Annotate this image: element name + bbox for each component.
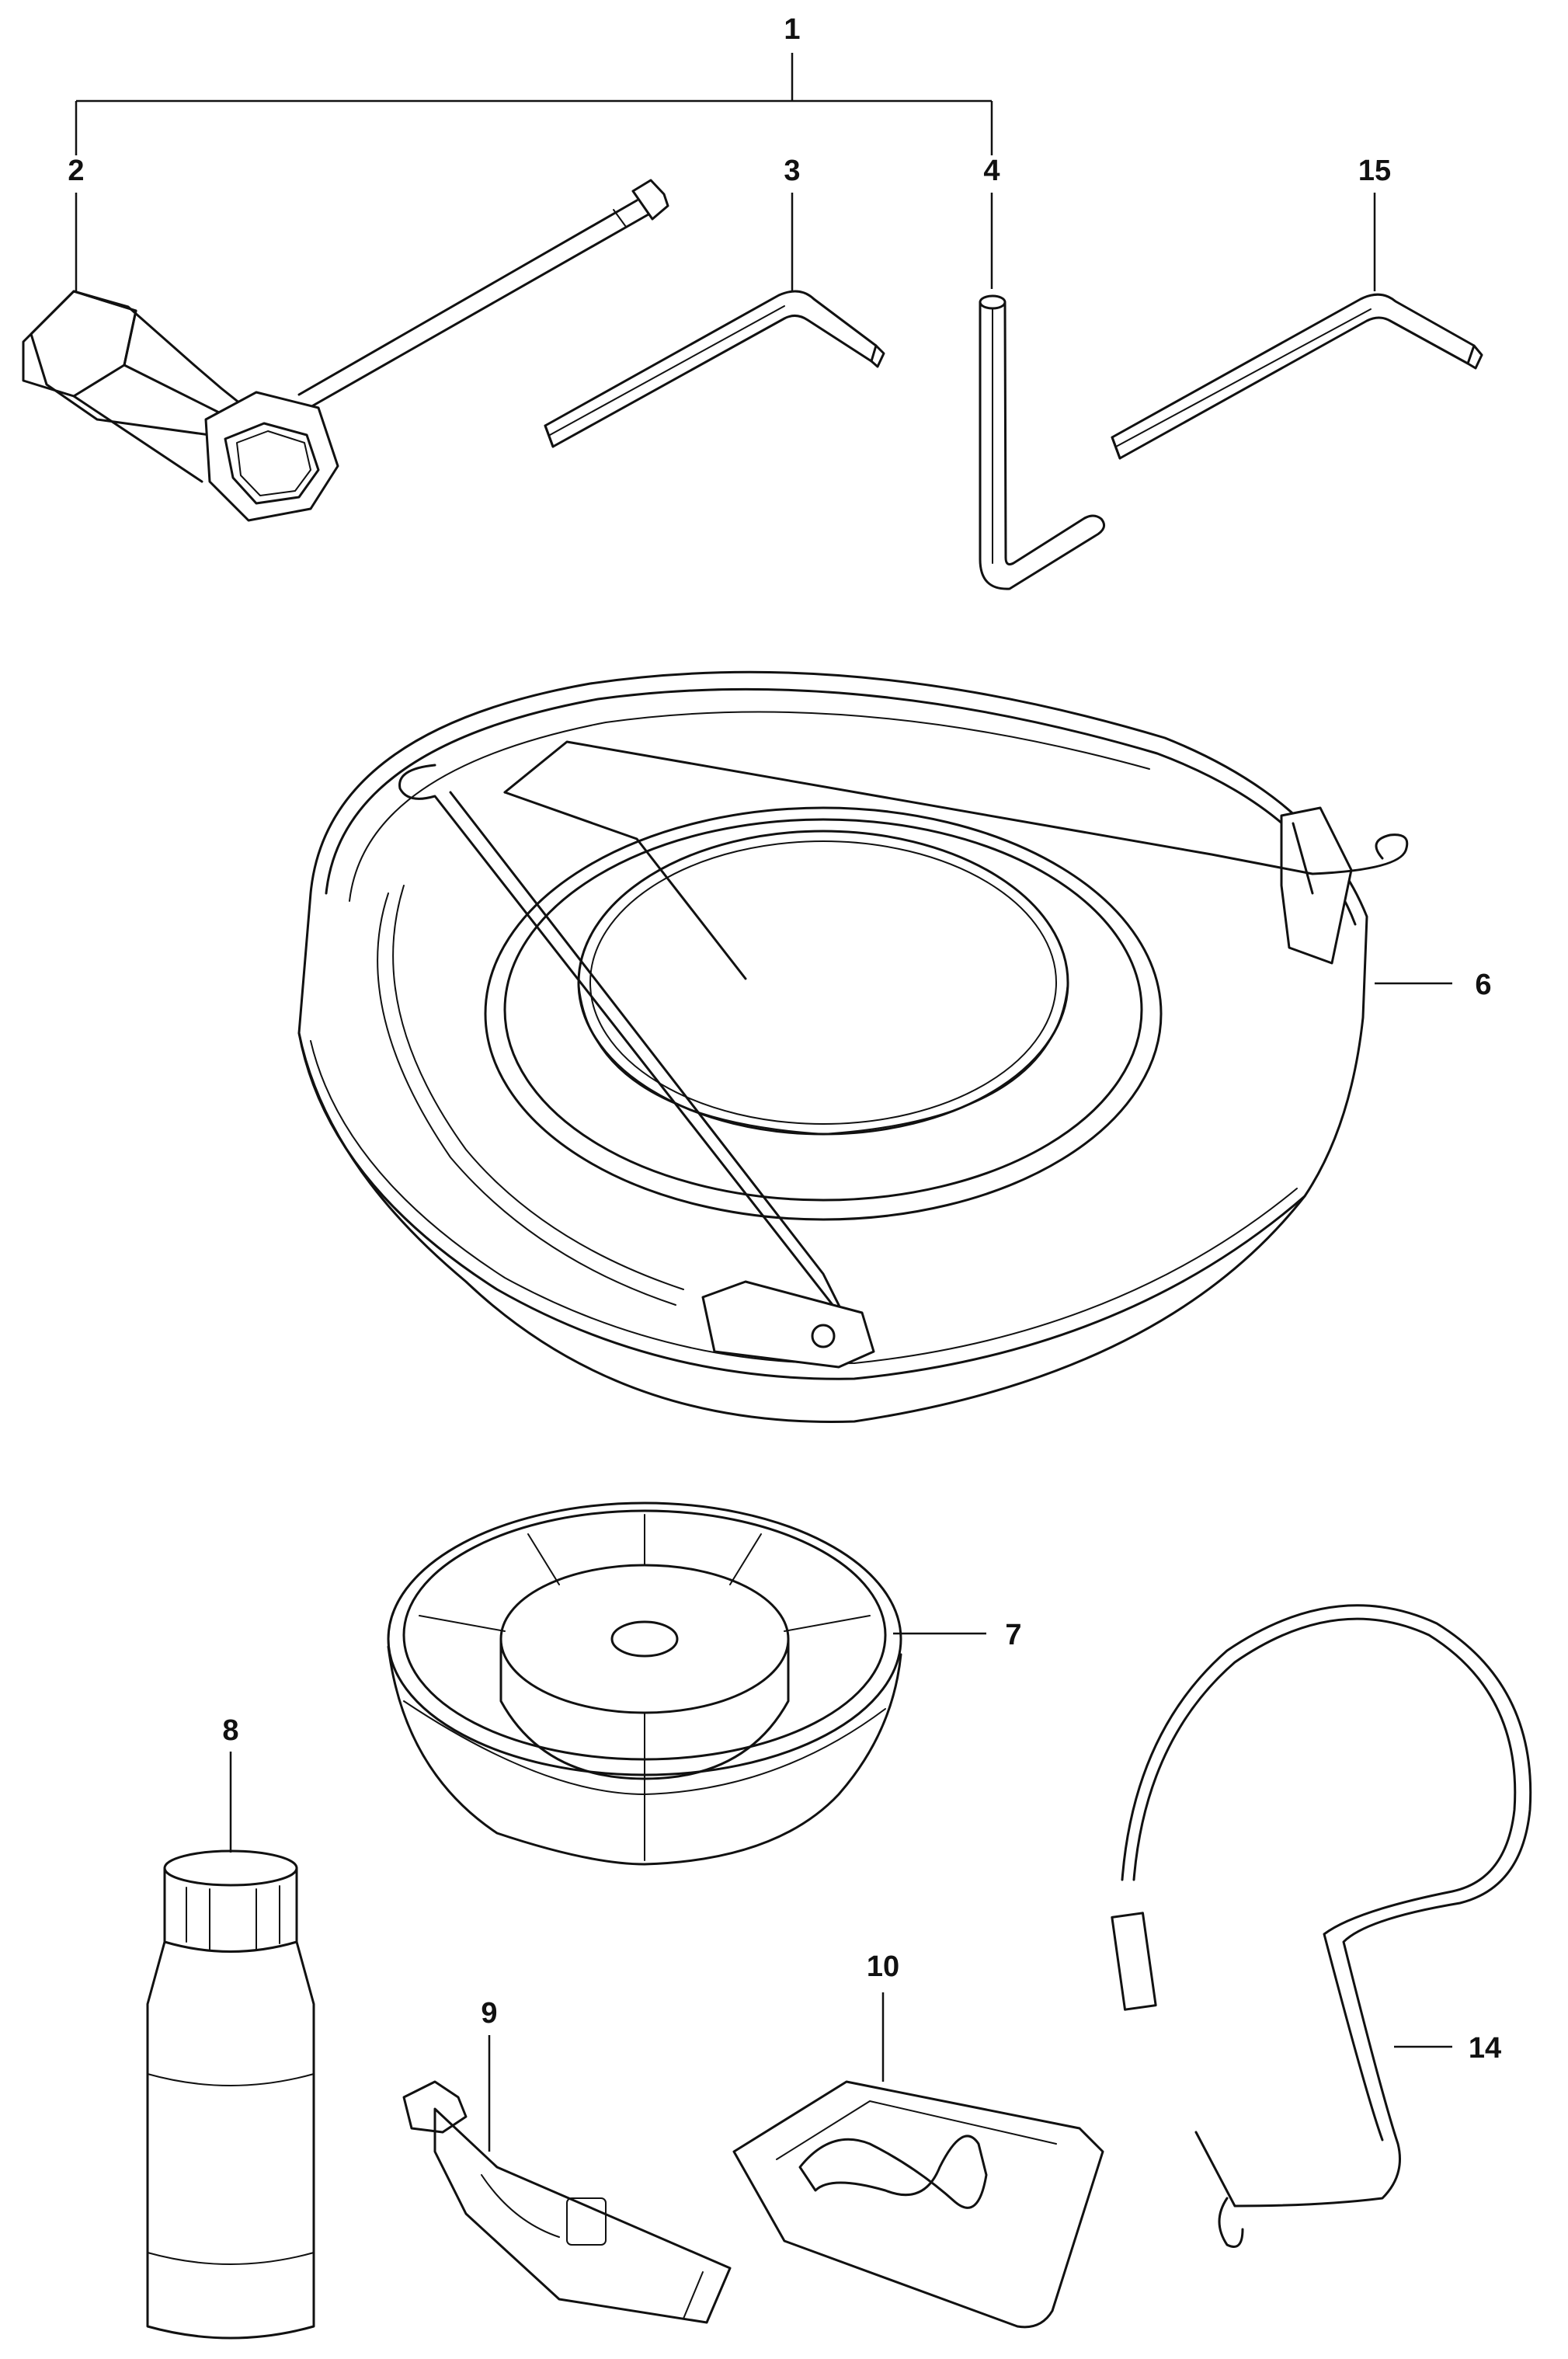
callout-2: 2 <box>68 155 85 187</box>
callout-9: 9 <box>481 1997 498 2030</box>
hex-key-15-drawing <box>1111 293 1483 460</box>
callout-10: 10 <box>866 1950 900 1983</box>
harness-strap-drawing <box>1111 1604 1532 2248</box>
callout-15: 15 <box>1358 155 1392 187</box>
trimmer-guard-drawing <box>297 670 1409 1423</box>
trimmer-cap-drawing <box>387 1501 902 1866</box>
hex-key-3-drawing <box>544 290 885 448</box>
callout-4: 4 <box>983 155 1000 187</box>
spark-plug-wrench-drawing <box>22 179 669 522</box>
hex-key-4-drawing <box>979 294 1106 590</box>
callout-6: 6 <box>1475 969 1492 1001</box>
grease-tube-drawing <box>402 2080 732 2324</box>
bag-drawing <box>732 2080 1104 2329</box>
leader-lines <box>75 53 1452 2152</box>
oil-bottle-drawing <box>146 1849 315 2340</box>
callout-14: 14 <box>1468 2032 1502 2065</box>
callout-3: 3 <box>784 155 801 187</box>
callout-8: 8 <box>222 1714 239 1747</box>
callout-1: 1 <box>784 13 801 46</box>
callout-7: 7 <box>1005 1619 1022 1651</box>
